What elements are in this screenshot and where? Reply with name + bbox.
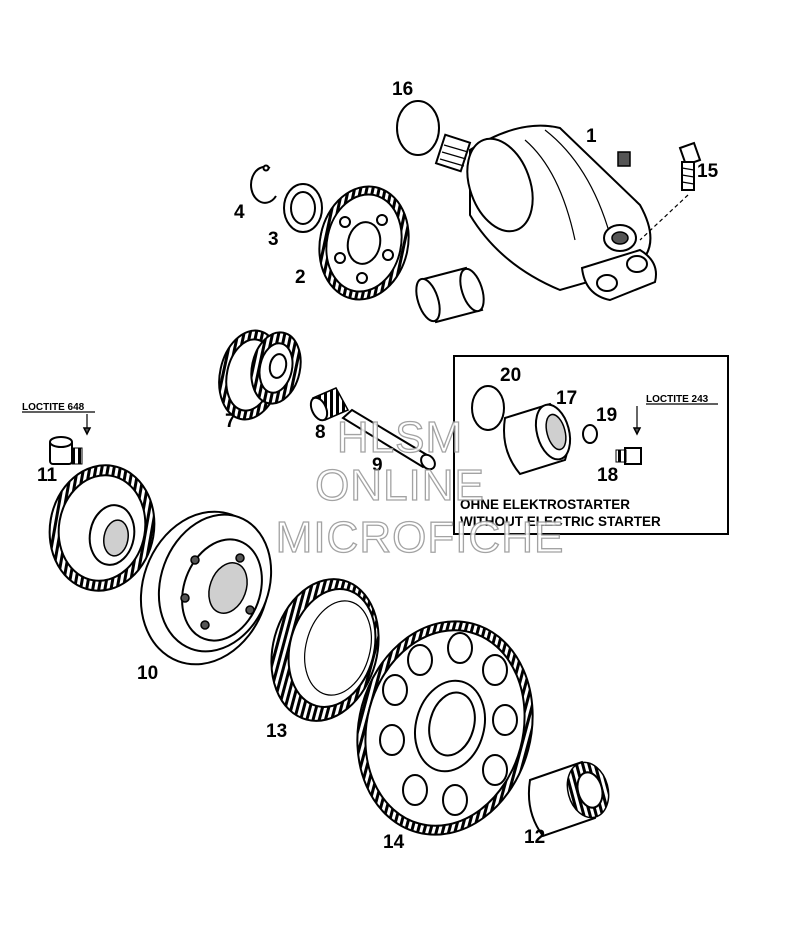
part-number-7: 7 xyxy=(225,411,236,432)
part-15-bolt xyxy=(639,141,702,241)
part-number-19: 19 xyxy=(596,405,617,426)
part-17-bushing xyxy=(503,402,572,476)
part-number-13: 13 xyxy=(266,721,287,742)
part-number-20: 20 xyxy=(500,365,521,386)
part-20-o-ring xyxy=(471,385,505,431)
part-number-9: 9 xyxy=(372,455,383,476)
part-13-freewheel xyxy=(270,578,380,722)
part-7-double-gear xyxy=(218,329,302,421)
part-number-2: 2 xyxy=(295,267,306,288)
part-8-needle-bearing xyxy=(309,387,350,422)
part-16-o-ring xyxy=(396,100,440,156)
part-3-washer xyxy=(283,183,323,233)
inset-caption-en: WITHOUT ELECTRIC STARTER xyxy=(460,514,661,529)
large-gear-left xyxy=(48,464,156,592)
part-18-screw xyxy=(615,406,642,465)
part-2-gear xyxy=(318,185,410,301)
part-number-1: 1 xyxy=(586,126,597,147)
part-4-circlip xyxy=(250,164,277,204)
part-number-4: 4 xyxy=(234,202,245,223)
part-14-ring-gear xyxy=(356,620,534,836)
loctite-243-label: LOCTITE 243 xyxy=(646,394,709,405)
part-number-17: 17 xyxy=(556,388,577,409)
part-number-14: 14 xyxy=(383,832,405,853)
watermark-line-1: HLSM xyxy=(337,413,463,462)
part-number-8: 8 xyxy=(315,422,326,443)
watermark-line-3: MICROFICHE xyxy=(276,513,565,562)
part-1-starter-motor xyxy=(434,124,657,302)
inset-without-electric-starter xyxy=(453,355,729,535)
watermark-line-2: ONLINE xyxy=(315,461,485,510)
part-number-3: 3 xyxy=(268,229,279,250)
part-number-10: 10 xyxy=(137,663,158,684)
part-number-12: 12 xyxy=(524,827,545,848)
pin-sleeve xyxy=(415,266,485,324)
part-number-16: 16 xyxy=(392,79,413,100)
inset-caption-de: OHNE ELEKTROSTARTER xyxy=(460,497,630,512)
part-12-needle-bearing xyxy=(527,760,610,838)
part-10-flywheel xyxy=(139,510,273,666)
part-11-screw xyxy=(49,414,92,465)
part-19-washer xyxy=(582,424,598,444)
part-number-11: 11 xyxy=(37,465,58,486)
part-number-18: 18 xyxy=(597,465,618,486)
part-number-15: 15 xyxy=(697,161,719,182)
part-9-shaft xyxy=(341,408,436,471)
loctite-648-label: LOCTITE 648 xyxy=(22,402,85,413)
